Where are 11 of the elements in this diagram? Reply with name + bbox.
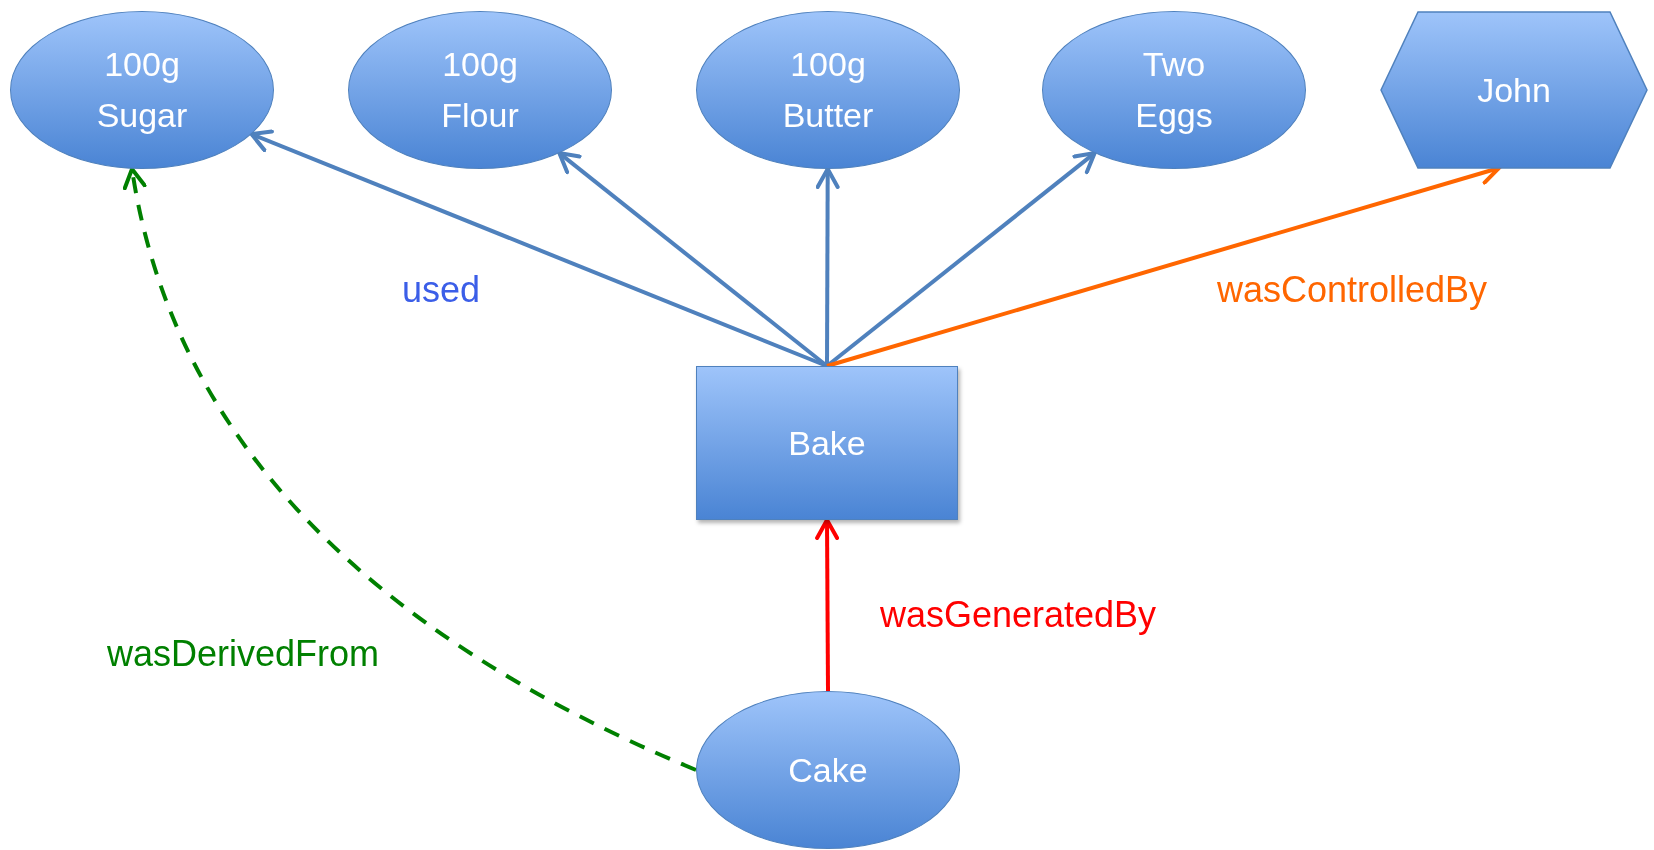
- node-label: 100g Sugar: [95, 44, 189, 136]
- node-label: Two Eggs: [1134, 44, 1214, 136]
- node-label: 100g Flour: [440, 44, 520, 136]
- node-label: Cake: [787, 749, 869, 791]
- node-label: Bake: [787, 422, 867, 464]
- arrow: [123, 167, 697, 772]
- node-label: 100g Butter: [781, 44, 875, 136]
- arrow: [815, 518, 840, 691]
- node-label: John: [1476, 69, 1552, 111]
- arrow: [815, 167, 840, 366]
- process-box: [696, 366, 958, 520]
